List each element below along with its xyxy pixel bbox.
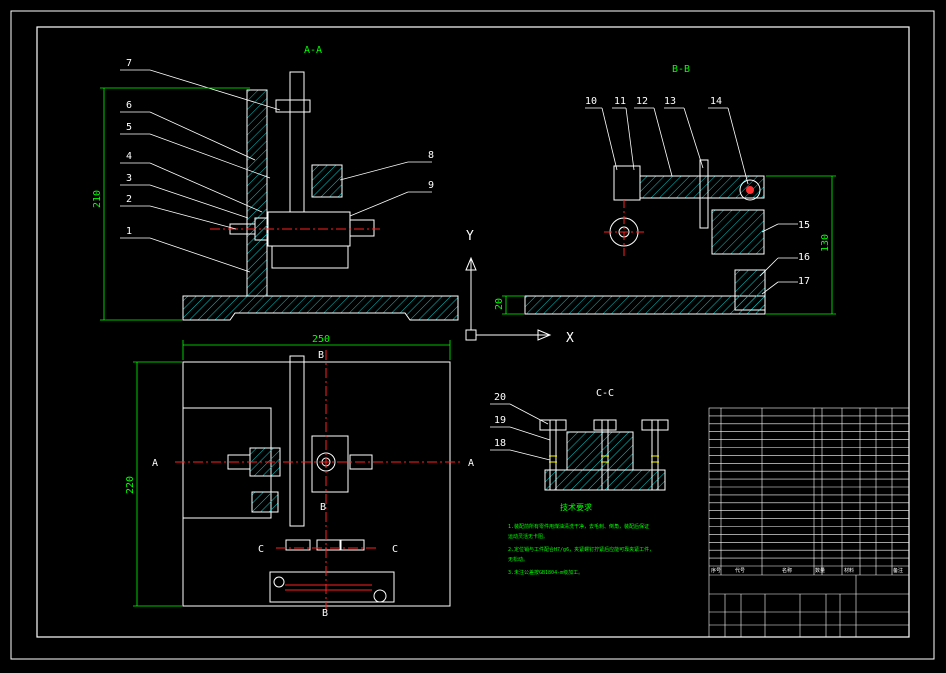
notes-line-2: 运动灵活无卡阻。 xyxy=(508,533,548,540)
aa-part-3: 3 xyxy=(126,173,132,184)
bb-part-16: 16 xyxy=(798,252,810,263)
plan-mark-b-mid: B xyxy=(320,502,326,513)
plan-mark-c-left: C xyxy=(258,544,264,555)
aa-part-6: 6 xyxy=(126,100,132,111)
outer-border xyxy=(10,10,935,660)
view-bb: B-B 10 11 12 13 14 15 16 xyxy=(494,64,836,315)
bb-block-17 xyxy=(734,269,766,311)
footer-col-3: 名称 xyxy=(782,567,792,574)
bb-screw-13 xyxy=(699,159,709,229)
bb-dim-base: 20 xyxy=(494,298,505,310)
cc-part-20: 20 xyxy=(494,392,506,403)
aa-nut xyxy=(349,219,375,237)
plan-clamp-arm xyxy=(289,355,305,527)
footer-col-2: 代号 xyxy=(735,567,745,574)
technical-notes: 技术要求 1.装配前所有零件用煤油清洗干净，去毛刺、倒角，装配后保证 运动灵活无… xyxy=(508,502,654,576)
title-block xyxy=(708,407,910,638)
notes-title: 技术要求 xyxy=(560,502,592,512)
bb-part-15: 15 xyxy=(798,220,810,231)
notes-line-5: 3.未注公差按GB1804-m级加工。 xyxy=(508,569,583,576)
bb-pin-14 xyxy=(739,179,761,201)
aa-part-9: 9 xyxy=(428,180,434,191)
ucs-axes xyxy=(465,256,552,341)
cc-part-19: 19 xyxy=(494,415,506,426)
section-title-bb: B-B xyxy=(672,64,690,75)
inner-border xyxy=(36,26,910,638)
notes-line-3: 2.定位销与工件配合H7/g6，夹紧螺钉拧紧后应能可靠夹紧工件， xyxy=(508,546,654,553)
plan-mark-a-left: A xyxy=(152,458,158,469)
notes-line-1: 1.装配前所有零件用煤油清洗干净，去毛刺、倒角，装配后保证 xyxy=(508,523,649,530)
plan-base-plate xyxy=(182,361,451,607)
plan-center-block xyxy=(311,435,349,493)
bb-part-10: 10 xyxy=(585,96,597,107)
aa-part-4: 4 xyxy=(126,151,132,162)
plan-dim-width: 250 xyxy=(312,334,330,345)
cc-part-18: 18 xyxy=(494,438,506,449)
footer-col-5: 材料 xyxy=(844,567,854,574)
bb-base xyxy=(524,295,766,315)
view-cc: C-C 20 19 18 xyxy=(490,388,669,491)
title-block-footer: 序号 代号 名称 数量 材料 备注 xyxy=(711,567,903,574)
aa-block-8 xyxy=(311,164,343,198)
aa-support-block xyxy=(271,245,349,269)
bb-pivot-10 xyxy=(613,165,641,201)
view-plan: 250 220 A A B B B C C xyxy=(125,334,474,619)
footer-col-6: 备注 xyxy=(893,567,903,574)
axis-x-label: X xyxy=(566,331,574,346)
view-aa: A-A 7 6 5 4 xyxy=(92,45,459,321)
bb-part-11: 11 xyxy=(614,96,626,107)
bb-top-arm xyxy=(639,175,765,199)
aa-clamp-arm xyxy=(289,71,305,213)
aa-part-2: 2 xyxy=(126,194,132,205)
aa-arm-pin xyxy=(275,99,311,113)
plan-dim-height: 220 xyxy=(125,476,136,494)
plan-mark-b-top: B xyxy=(318,350,324,361)
bb-part-14: 14 xyxy=(710,96,722,107)
plan-mark-a-right: A xyxy=(468,458,474,469)
bb-block-15 xyxy=(711,209,765,255)
bb-part-12: 12 xyxy=(636,96,648,107)
axis-y-label: Y xyxy=(466,229,474,244)
aa-base xyxy=(182,295,459,321)
aa-part-8: 8 xyxy=(428,150,434,161)
cc-block xyxy=(566,431,634,471)
bb-part-17: 17 xyxy=(798,276,810,287)
notes-line-4: 无松动。 xyxy=(508,556,528,563)
footer-col-4: 数量 xyxy=(815,567,825,574)
aa-part-5: 5 xyxy=(126,122,132,133)
aa-dim-height: 210 xyxy=(92,190,103,208)
bb-pin-center xyxy=(746,186,754,194)
footer-col-1: 序号 xyxy=(711,567,721,574)
bb-dim-height: 130 xyxy=(820,234,831,252)
plan-mark-b-bottom: B xyxy=(322,608,328,619)
aa-upright-body xyxy=(246,89,268,297)
section-title-cc: C-C xyxy=(596,388,614,399)
section-title-aa: A-A xyxy=(304,45,322,56)
aa-part-1: 1 xyxy=(126,226,132,237)
bb-part-13: 13 xyxy=(664,96,676,107)
plan-mark-c-right: C xyxy=(392,544,398,555)
aa-part-7: 7 xyxy=(126,58,132,69)
cc-base xyxy=(544,469,666,491)
plan-bottom-block xyxy=(269,571,395,603)
